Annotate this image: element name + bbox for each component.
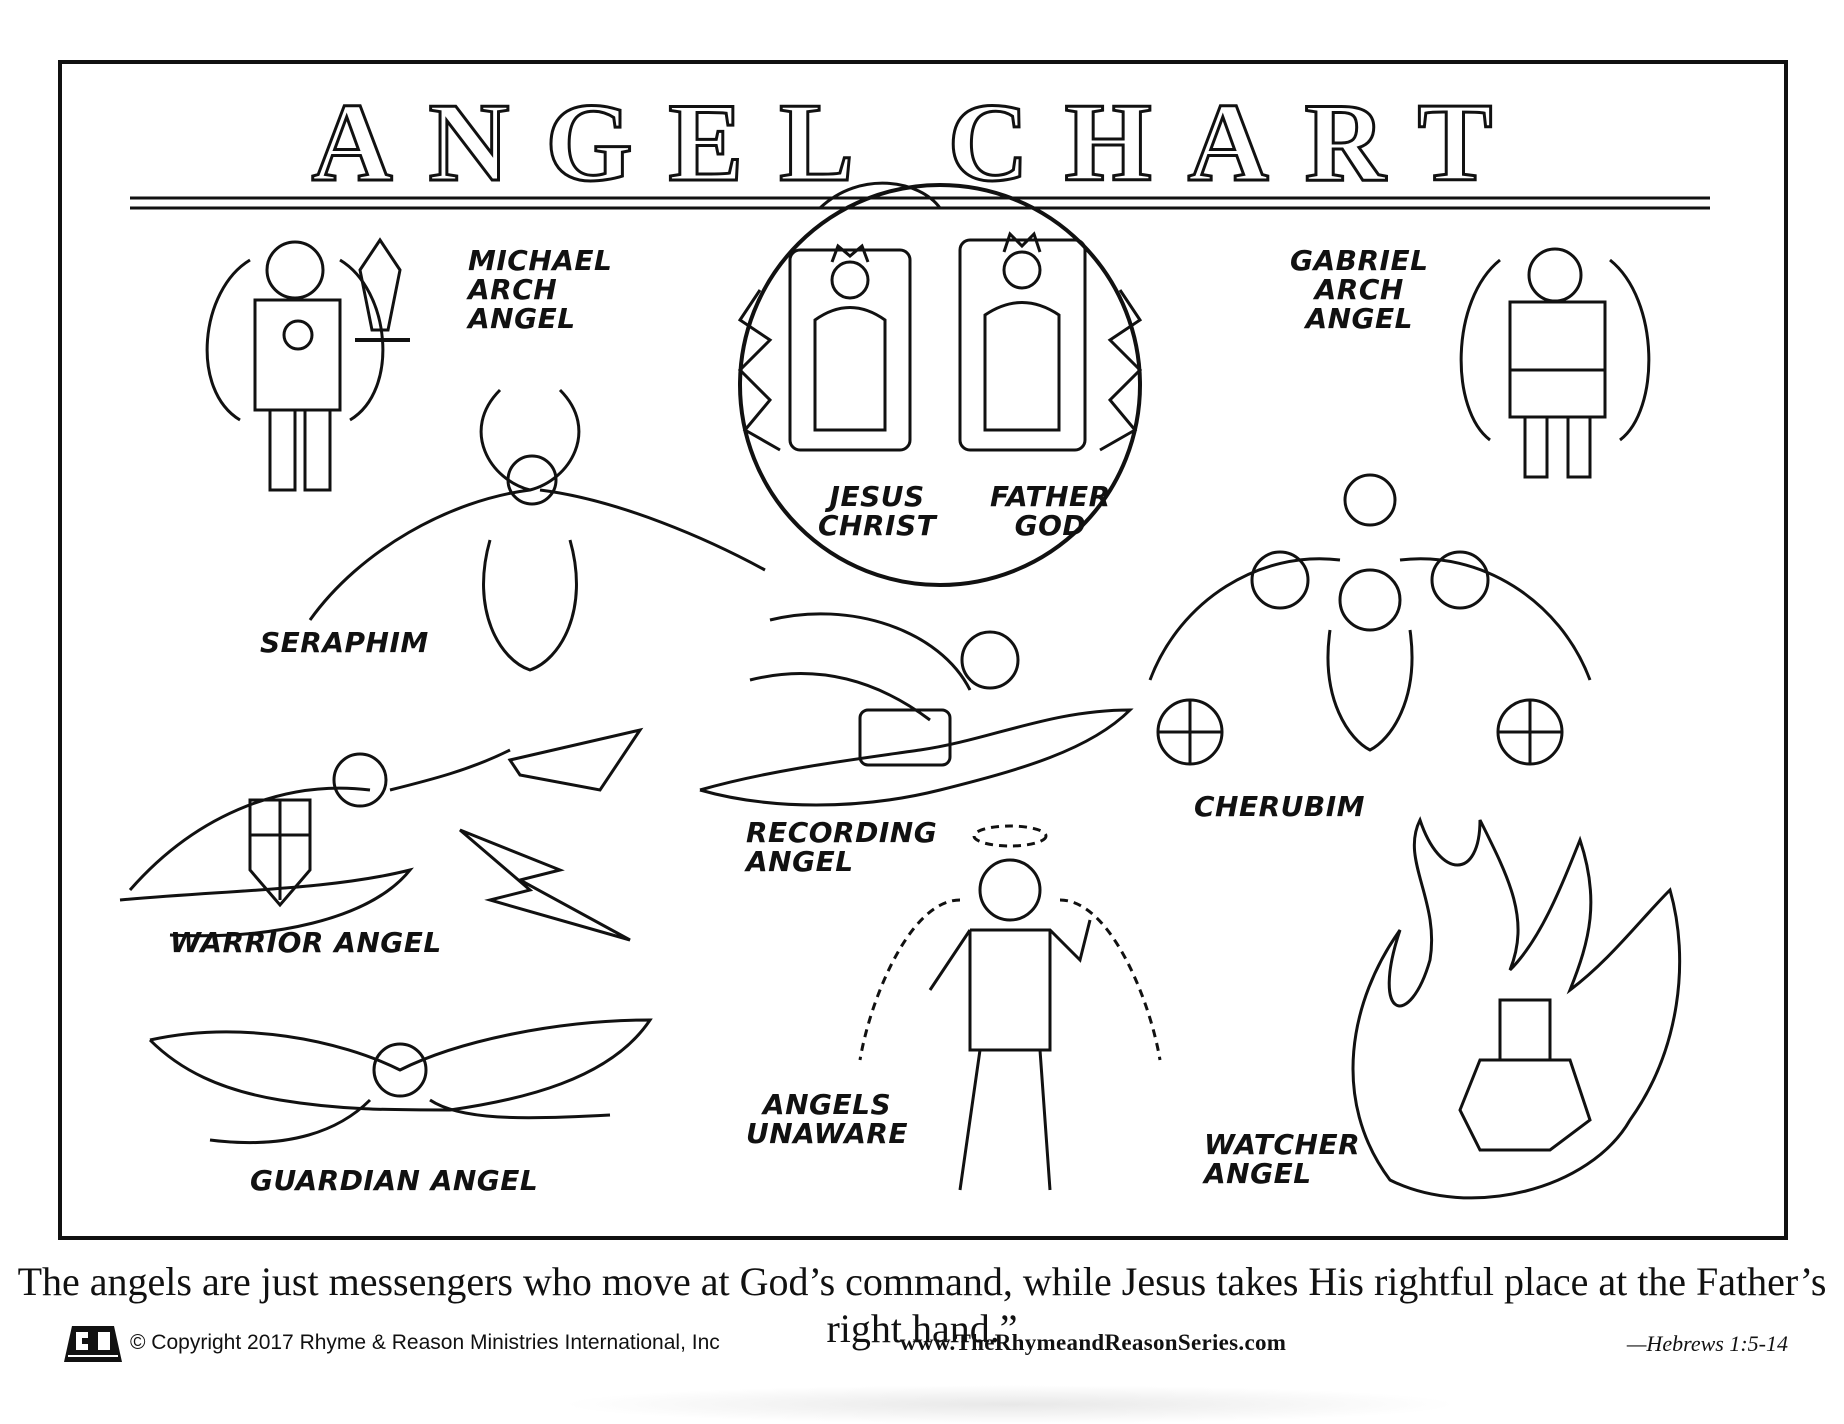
- gabriel-figure: [1450, 240, 1680, 500]
- warrior-angel-figure: [110, 720, 670, 960]
- label-michael: MICHAEL ARCH ANGEL: [468, 244, 613, 335]
- angels-unaware-figure: [850, 820, 1170, 1200]
- chart-frame: [58, 60, 1788, 1240]
- label-watcher: WATCHER ANGEL: [1204, 1128, 1361, 1190]
- michael-figure: [190, 230, 450, 510]
- title-banner: ANGEL CHART: [130, 80, 1710, 210]
- copyright-text: © Copyright 2017 Rhyme & Reason Ministri…: [130, 1331, 720, 1354]
- label-guardian: GUARDIAN ANGEL: [250, 1164, 539, 1197]
- label-cherubim: CHERUBIM: [1194, 790, 1366, 823]
- recording-angel-figure: [690, 600, 1140, 820]
- label-seraphim: SERAPHIM: [260, 626, 429, 659]
- throne-scene: [700, 170, 1180, 590]
- seraphim-figure: [300, 370, 770, 680]
- page-title: ANGEL CHART: [312, 81, 1529, 205]
- label-gabriel: GABRIEL ARCH ANGEL: [1290, 244, 1429, 335]
- label-unaware: ANGELS UNAWARE: [746, 1088, 909, 1150]
- cherubim-figure: [1140, 470, 1600, 770]
- label-warrior: WARRIOR ANGEL: [170, 926, 442, 959]
- rhyme-and-reason-logo-icon: [64, 1326, 122, 1362]
- label-recording: RECORDING ANGEL: [746, 816, 938, 878]
- caption: The angels are just messengers who move …: [17, 1259, 1827, 1351]
- scripture-reference: —Hebrews 1:5-14: [1626, 1331, 1788, 1356]
- website-link[interactable]: www.TheRhymeandReasonSeries.com: [900, 1330, 1287, 1355]
- label-jesus: JESUS CHRIST: [818, 480, 937, 542]
- bottom-shadow: [560, 1385, 1460, 1424]
- guardian-angel-figure: [140, 1000, 660, 1170]
- watcher-angel-figure: [1330, 800, 1730, 1220]
- label-father: FATHER GOD: [990, 480, 1111, 542]
